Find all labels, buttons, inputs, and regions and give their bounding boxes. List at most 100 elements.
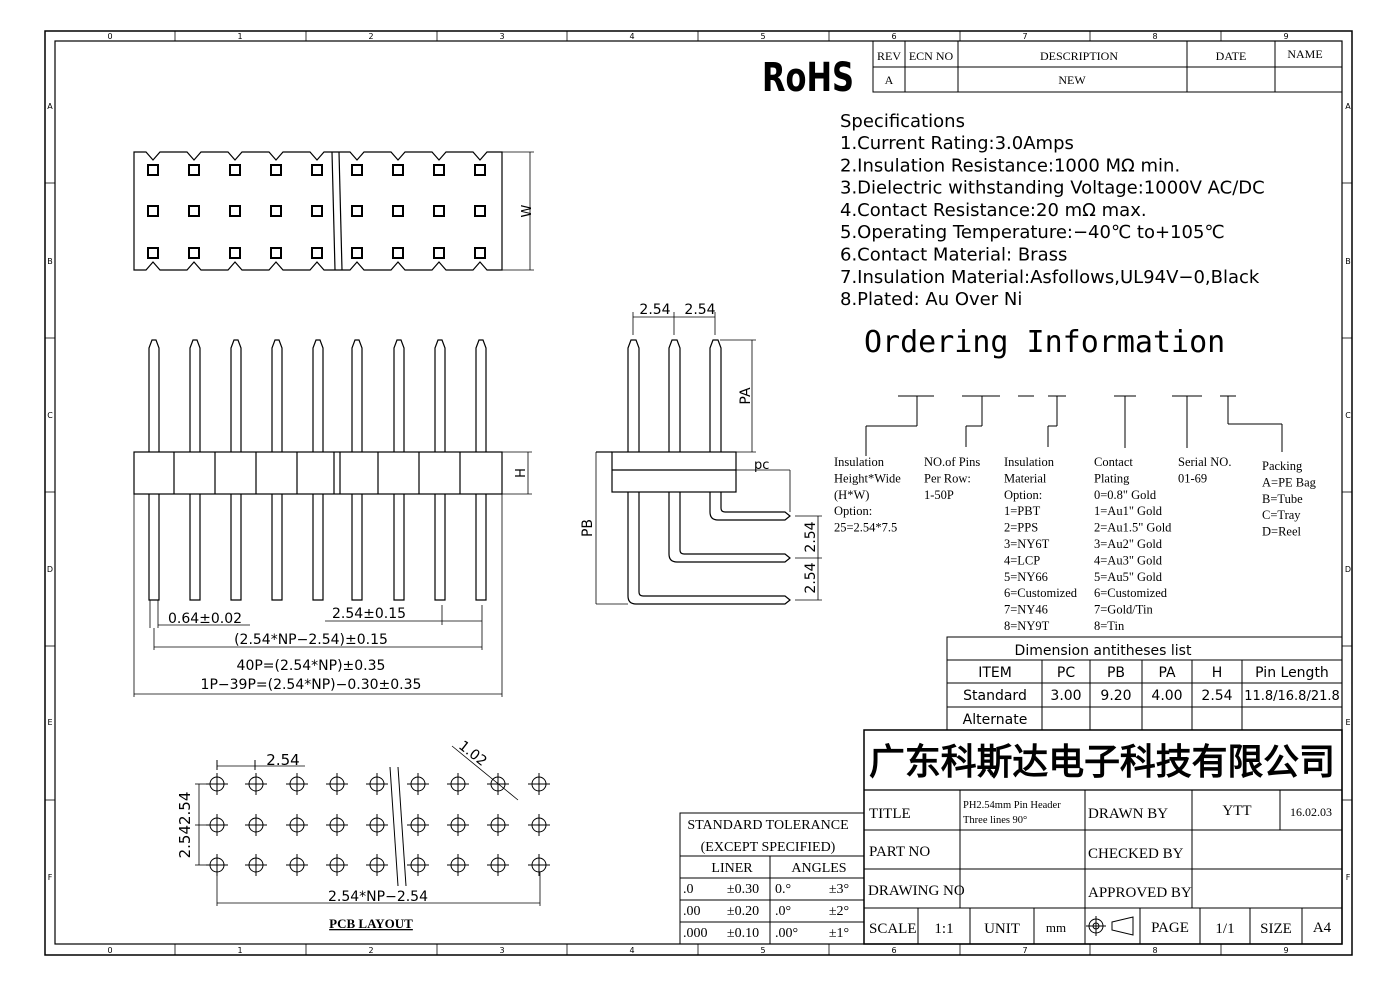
ordering-line: (H*W) (834, 488, 869, 502)
ordering-line: 4=LCP (1004, 553, 1040, 567)
ordering-line: Insulation (834, 455, 885, 469)
dim-table-cell: Standard (963, 688, 1027, 704)
drawing-no-label: DRAWING NO (868, 883, 965, 899)
title-label: TITLE (869, 806, 911, 822)
row-mark: A (1345, 102, 1351, 111)
tol-liner-value: ±0.10 (727, 926, 759, 941)
ordering-line: Serial NO. (1178, 455, 1231, 469)
ordering-line: 6=Customized (1094, 586, 1168, 600)
scale-value: 1:1 (934, 921, 953, 937)
h-label: H (514, 468, 529, 478)
side-view (595, 312, 822, 605)
ordering-line: D=Reel (1262, 525, 1302, 539)
pin-square (351, 205, 363, 217)
row-mark: A (47, 102, 53, 111)
row-mark: B (47, 257, 53, 266)
pin-square (474, 205, 486, 217)
pin-square (229, 205, 241, 217)
length-39p-dim: 1P−39P=(2.54*NP)−0.30±0.35 (201, 677, 422, 693)
dim-table-header: PB (1107, 665, 1125, 681)
dim-table-header: PC (1057, 665, 1075, 681)
hole-dim: 1.02 (455, 738, 489, 770)
ordering-line: 01-69 (1178, 471, 1207, 485)
page-value: 1/1 (1215, 921, 1234, 937)
ordering-line: 8=Tin (1094, 619, 1125, 633)
pin-square (433, 164, 445, 176)
w-label: W (520, 204, 535, 217)
spec-item: 4.Contact Resistance:20 mΩ max. (840, 200, 1147, 221)
ordering-groups: InsulationHeight*Wide(H*W)Option:25=2.54… (834, 455, 1317, 633)
size-label: SIZE (1260, 921, 1292, 937)
tolerance-table (679, 812, 865, 945)
row-mark: C (1345, 411, 1351, 420)
spec-title: Specifications (840, 111, 965, 132)
pin-square (474, 247, 486, 259)
pin-square (147, 247, 159, 259)
spec-item: 2.Insulation Resistance:1000 MΩ min. (840, 155, 1180, 176)
column-mark: 2 (368, 946, 373, 955)
tolerance-title: STANDARD TOLERANCE (687, 818, 848, 833)
column-mark: 8 (1152, 32, 1157, 41)
spec-item: 1.Current Rating:3.0Amps (840, 133, 1074, 154)
tol-liner-value: ±0.30 (727, 882, 759, 897)
pin-square (311, 247, 323, 259)
outer-frame (44, 30, 1353, 956)
company-name: 广东科斯达电子科技有限公司 (869, 742, 1335, 783)
column-mark: 3 (499, 946, 504, 955)
column-mark: 7 (1022, 32, 1027, 41)
column-mark: 5 (760, 32, 765, 41)
pin (351, 339, 363, 452)
ordering-line: 25=2.54*7.5 (834, 521, 897, 535)
column-mark: 1 (237, 946, 242, 955)
column-mark: 2 (368, 32, 373, 41)
description-value: NEW (1058, 73, 1086, 87)
row-mark: F (1346, 873, 1351, 882)
ordering-line: 8=NY9T (1004, 619, 1050, 633)
ordering-line: Height*Wide (834, 471, 901, 485)
pin-tail (148, 494, 160, 601)
row-mark: B (1345, 257, 1351, 266)
front-view (133, 339, 532, 697)
length-40p-dim: 40P=(2.54*NP)±0.35 (237, 658, 386, 674)
row-mark: F (48, 873, 53, 882)
column-mark: 8 (1152, 946, 1157, 955)
spec-item: 6.Contact Material: Brass (840, 245, 1067, 266)
ordering-line: Plating (1094, 471, 1130, 485)
row-mark: E (47, 718, 52, 727)
title-value-line2: Three lines 90° (963, 815, 1027, 826)
tol-angle: .00° (775, 926, 798, 941)
ordering-title: Ordering Information (864, 325, 1225, 360)
pin-square (433, 205, 445, 217)
drawn-date: 16.02.03 (1290, 805, 1332, 819)
ordering-line: 7=NY46 (1004, 603, 1048, 617)
pb-label: PB (580, 519, 596, 537)
row-mark: D (1345, 565, 1351, 574)
top-view (133, 151, 534, 271)
pin-tail (271, 494, 283, 601)
rev-header: REV (877, 49, 901, 63)
column-mark: 6 (891, 946, 896, 955)
pa-label: PA (738, 387, 754, 405)
dimension-table-title: Dimension antitheses list (1015, 643, 1192, 659)
pin (475, 339, 487, 452)
pin-square (188, 164, 200, 176)
ordering-line: 4=Au3" Gold (1094, 553, 1163, 567)
drawn-by-value: YTT (1222, 803, 1251, 819)
ordering-line: Insulation (1004, 455, 1055, 469)
dim-table-header: PA (1158, 665, 1176, 681)
pcb-vertical-dim: 2.542.54 (176, 792, 194, 859)
pin-square (188, 247, 200, 259)
span-dim: (2.54*NP−2.54)±0.15 (234, 632, 388, 648)
dim-table-cell: 2.54 (1201, 688, 1232, 704)
pin-square (351, 164, 363, 176)
ordering-line: 2=PPS (1004, 521, 1038, 535)
insulator-body (133, 451, 503, 495)
size-value: A4 (1313, 920, 1332, 936)
tolerance-subtitle: (EXCEPT SPECIFIED) (701, 840, 836, 855)
tol-angle-value: ±1° (829, 926, 849, 941)
pitch-dim-side-4: 2.54 (803, 562, 819, 593)
pin-square (188, 205, 200, 217)
name-header: NAME (1287, 47, 1322, 61)
tol-liner: .00 (683, 904, 701, 919)
